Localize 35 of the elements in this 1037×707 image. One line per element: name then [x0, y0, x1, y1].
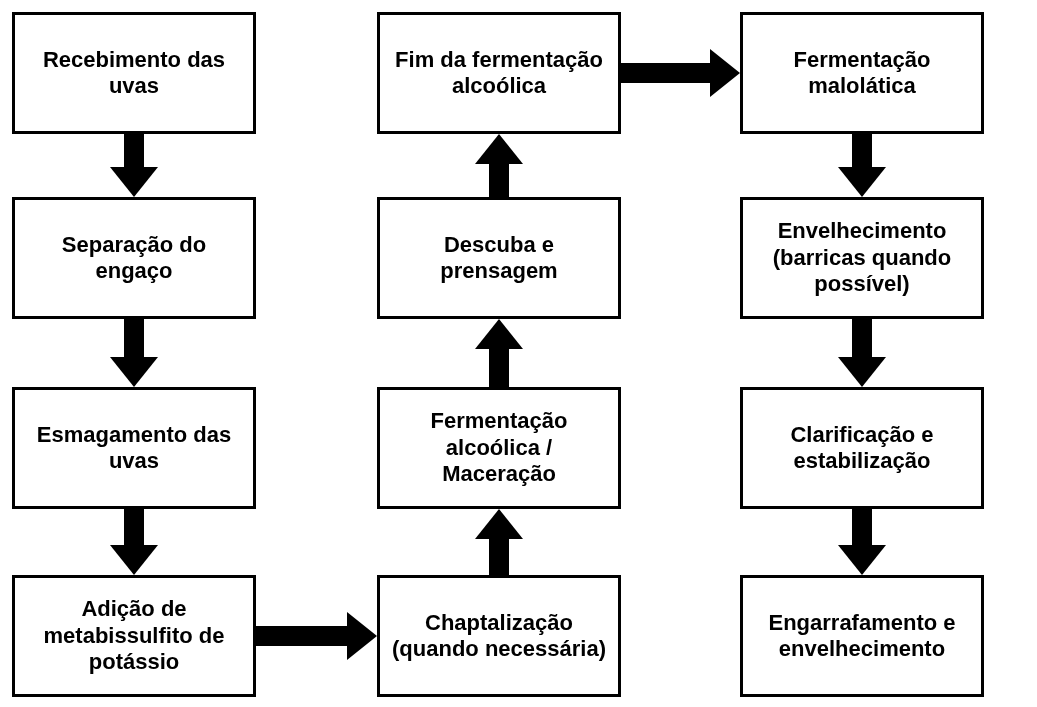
- process-box: [377, 197, 621, 319]
- block-arrow: [475, 319, 523, 387]
- process-box: [740, 387, 984, 509]
- block-arrow: [621, 49, 740, 97]
- process-box: [740, 197, 984, 319]
- block-arrow: [110, 319, 158, 387]
- process-box: [12, 575, 256, 697]
- block-arrow: [838, 509, 886, 575]
- process-box: [12, 12, 256, 134]
- step-label: Esmagamento das uvas: [35, 421, 233, 475]
- block-arrow: [475, 134, 523, 197]
- block-arrow: [838, 319, 886, 387]
- process-box: [377, 12, 621, 134]
- block-arrow: [256, 612, 377, 660]
- block-arrow: [838, 134, 886, 197]
- step-label: Fermentação malolática: [792, 46, 932, 100]
- process-box: [12, 197, 256, 319]
- block-arrow: [475, 509, 523, 575]
- step-label: Clarificação e estabilização: [789, 421, 935, 475]
- process-box: [740, 12, 984, 134]
- process-box: [377, 575, 621, 697]
- step-label: Descuba e prensagem: [439, 231, 559, 285]
- block-arrow: [110, 509, 158, 575]
- step-label: Recebimento das uvas: [41, 46, 227, 100]
- process-box: [740, 575, 984, 697]
- step-label: Adição de metabissulfito de potássio: [42, 596, 226, 676]
- step-label: Fim da fermentação alcoólica: [394, 46, 604, 100]
- step-label: Separação do engaço: [60, 231, 208, 285]
- block-arrow: [110, 134, 158, 197]
- step-label: Envelhecimento (barricas quando possível): [771, 218, 953, 298]
- step-label: Engarrafamento e envelhecimento: [767, 609, 957, 663]
- step-label: Chaptalização (quando necessária): [391, 609, 607, 663]
- process-box: [377, 387, 621, 509]
- step-label: Fermentação alcoólica / Maceração: [429, 408, 569, 488]
- process-box: [12, 387, 256, 509]
